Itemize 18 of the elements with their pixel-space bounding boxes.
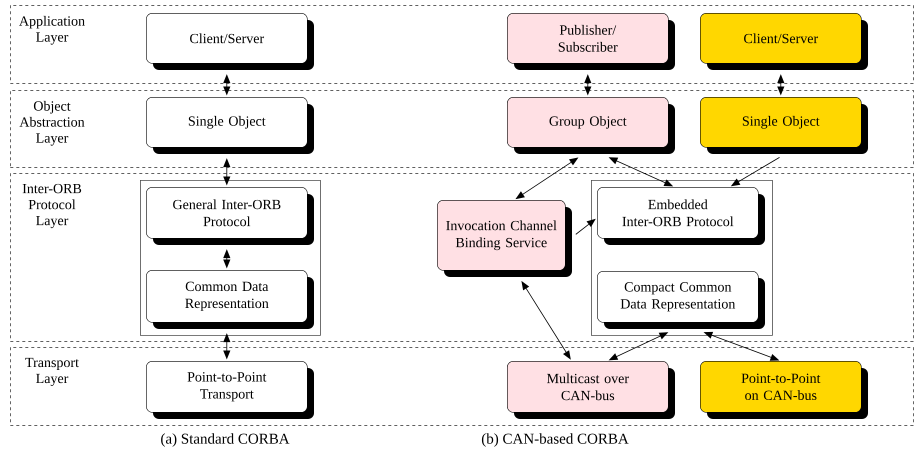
component-box: Point-to-Point Transport [146,361,314,419]
component-box: Multicast over CAN-bus [507,361,675,419]
group-frame [140,180,321,336]
component-box: Client/Server [700,13,868,70]
component-box: Common Data Representation [146,270,314,329]
component-box: Embedded Inter-ORB Protocol [597,187,765,245]
component-box: Publisher/ Subscriber [507,13,675,70]
group-frame [591,180,773,336]
component-box: Single Object [700,97,868,154]
component-box: Group Object [507,97,675,154]
component-box: Compact Common Data Representation [597,271,765,329]
component-box: Point-to-Point on CAN-bus [700,361,868,419]
figure-caption: (b) CAN-based CORBA [482,433,629,447]
figure-caption: (a) Standard CORBA [161,433,290,447]
component-box: Single Object [146,97,314,154]
component-box: General Inter-ORB Protocol [146,187,314,245]
component-box: Invocation Channel Binding Service [437,200,572,277]
component-box: Client/Server [146,13,314,70]
